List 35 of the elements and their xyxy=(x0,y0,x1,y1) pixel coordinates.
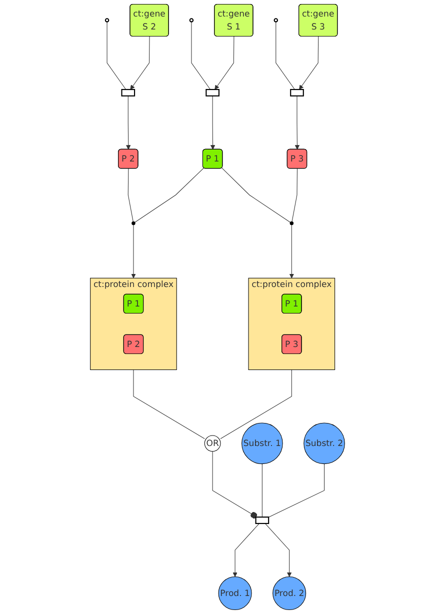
arrow xyxy=(126,96,131,150)
connector xyxy=(128,168,134,222)
connector xyxy=(220,369,292,439)
connector xyxy=(134,168,204,223)
node-circle: Prod. 1 xyxy=(218,576,252,610)
connector xyxy=(276,22,295,90)
node-circle: Substr. 1 xyxy=(242,422,283,464)
node-circle xyxy=(189,18,194,22)
connector xyxy=(212,451,258,518)
node-circle: OR xyxy=(204,435,221,452)
node-circle: Prod. 2 xyxy=(272,576,306,610)
arrow xyxy=(130,36,150,90)
node-circle xyxy=(132,221,136,226)
arrow xyxy=(289,224,294,278)
node-circle xyxy=(290,221,294,226)
arrow xyxy=(264,523,292,577)
connector xyxy=(191,22,211,90)
connector xyxy=(222,168,291,223)
node-circle: Substr. 2 xyxy=(304,422,345,464)
connector xyxy=(292,168,298,222)
arrow xyxy=(299,36,319,90)
node-box xyxy=(255,516,270,524)
node-circle xyxy=(104,18,110,22)
arrow xyxy=(214,36,234,90)
arrow xyxy=(294,96,300,150)
node-box xyxy=(206,88,220,96)
connector xyxy=(268,464,325,518)
connector xyxy=(106,22,126,90)
node-box xyxy=(290,88,304,96)
arrow xyxy=(131,224,136,278)
node-circle xyxy=(274,18,278,22)
connector xyxy=(133,369,205,439)
arrow xyxy=(232,523,260,577)
node-box xyxy=(121,88,136,96)
arrow xyxy=(210,96,216,150)
